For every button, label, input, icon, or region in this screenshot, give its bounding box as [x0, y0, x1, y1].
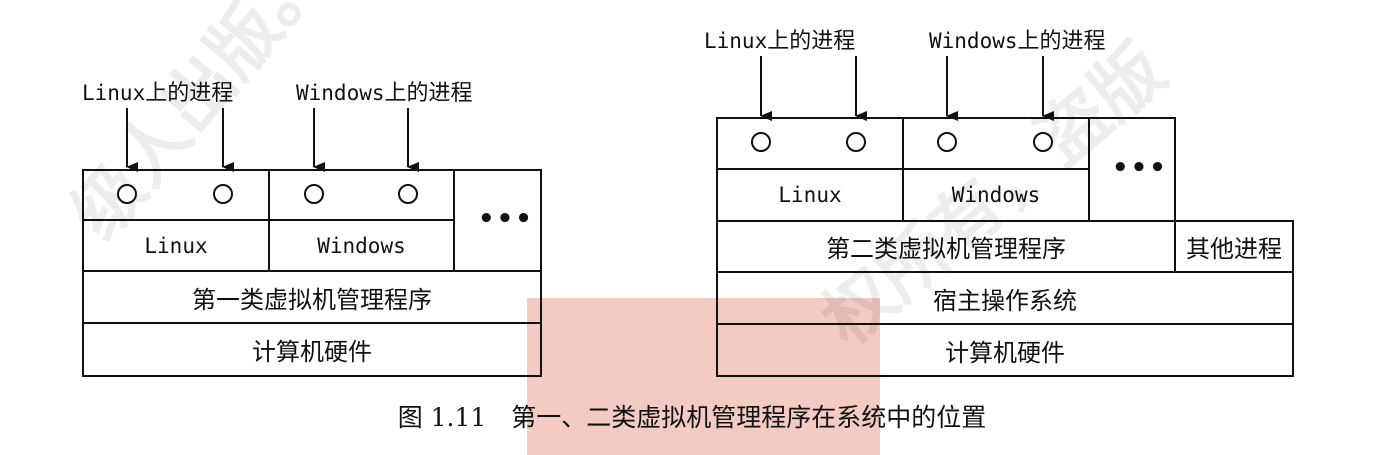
label-text: Linux	[82, 81, 146, 105]
other-processes-box: 其他进程	[1174, 220, 1294, 273]
process-circle	[846, 132, 866, 152]
os-label: Linux	[778, 183, 842, 207]
windows-vm-box: Windows	[902, 168, 1090, 222]
host-os-box: 宿主操作系统	[716, 271, 1294, 325]
process-circle	[117, 184, 137, 204]
linux-processes-label: Linux上的进程	[82, 75, 233, 107]
hardware-label: 计算机硬件	[945, 338, 1065, 367]
ellipsis: •••	[1112, 153, 1168, 183]
process-circle	[213, 184, 233, 204]
label-text: Windows	[296, 81, 385, 105]
process-circle	[751, 132, 771, 152]
os-label: Windows	[317, 233, 406, 258]
type1-hypervisor-box: 第一类虚拟机管理程序	[82, 270, 542, 324]
process-circle	[304, 184, 324, 204]
label-text: 上的进程	[1017, 29, 1106, 54]
windows-process-row	[902, 117, 1090, 170]
process-circle	[398, 184, 418, 204]
hypervisor-label: 第二类虚拟机管理程序	[826, 235, 1066, 263]
windows-vm-box: Windows	[268, 219, 455, 272]
ellipsis: •••	[478, 204, 534, 234]
hardware-box: 计算机硬件	[716, 323, 1294, 377]
label-text: 上的进程	[145, 81, 234, 106]
os-label: Windows	[951, 183, 1041, 207]
linux-processes-label: Linux上的进程	[704, 23, 855, 55]
linux-vm-box: Linux	[716, 168, 904, 222]
figure-caption: 图 1.11 第一、二类虚拟机管理程序在系统中的位置	[397, 403, 987, 432]
label-text: 上的进程	[384, 81, 473, 106]
linux-process-row	[716, 117, 904, 170]
os-label: Linux	[144, 233, 208, 258]
hardware-label: 计算机硬件	[252, 338, 372, 366]
linux-process-row	[82, 169, 270, 221]
windows-processes-label: Windows上的进程	[296, 75, 473, 107]
hardware-box: 计算机硬件	[82, 322, 542, 377]
label-text: Linux	[704, 29, 768, 53]
linux-vm-box: Linux	[82, 219, 270, 272]
hypervisor-label: 第一类虚拟机管理程序	[192, 285, 432, 314]
process-circle	[1033, 132, 1053, 152]
windows-process-row	[268, 169, 455, 221]
host-os-label: 宿主操作系统	[933, 286, 1077, 315]
label-text: 上的进程	[767, 29, 856, 54]
other-processes-label: 其他进程	[1186, 235, 1282, 263]
windows-processes-label: Windows上的进程	[929, 23, 1106, 55]
label-text: Windows	[929, 29, 1018, 53]
process-circle	[937, 132, 957, 152]
type2-hypervisor-box: 第二类虚拟机管理程序	[716, 220, 1176, 273]
